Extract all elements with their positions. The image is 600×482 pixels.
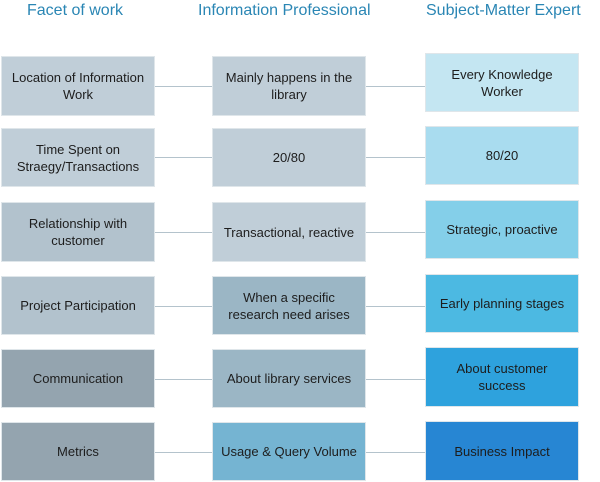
sme-label: Every Knowledge Worker [451, 66, 553, 99]
sme-label: Business Impact [454, 443, 550, 459]
facet-label: Metrics [57, 444, 99, 459]
info-professional-label: Mainly happens in the library [225, 70, 353, 102]
facet-label: Project Participation [20, 298, 136, 313]
sme-column-header: Subject-Matter Expert [426, 2, 581, 19]
sme-label: Early planning stages [439, 296, 565, 311]
connector-line [155, 157, 212, 158]
sme-box: About customer success [425, 347, 579, 407]
facet-box: Metrics [1, 422, 155, 481]
facet-box: Project Participation [1, 276, 155, 335]
sme-box: 80/20 [425, 126, 579, 185]
info-professional-label: 20/80 [272, 150, 306, 165]
sme-label: 80/20 [485, 148, 519, 163]
connector-line [155, 306, 212, 307]
facet-label: Location of Information Work [11, 70, 145, 102]
facet-column-header: Facet of work [27, 2, 124, 19]
facet-box: Relationship with customer [1, 202, 155, 262]
connector-line [366, 232, 425, 233]
connector-line [366, 379, 425, 380]
connector-line [366, 86, 425, 87]
sme-box: Early planning stages [425, 274, 579, 333]
info-professional-label: About library services [226, 371, 352, 386]
info-professional-label: Transactional, reactive [223, 224, 355, 240]
facet-box: Time Spent on Straegy/Transactions [1, 128, 155, 187]
connector-line [366, 157, 425, 158]
info-professional-label: When a specific research need arises [228, 289, 350, 322]
connector-line [366, 452, 425, 453]
connector-line [155, 452, 212, 453]
facet-label: Relationship with customer [28, 216, 128, 248]
facet-box: Communication [1, 349, 155, 408]
sme-label: Strategic, proactive [446, 222, 558, 237]
facet-label: Time Spent on Straegy/Transactions [16, 141, 140, 174]
sme-box: Every Knowledge Worker [425, 53, 579, 112]
info-professional-box: When a specific research need arises [212, 276, 366, 335]
facet-box: Location of Information Work [1, 56, 155, 116]
info-professional-column-header: Information Professional [198, 2, 371, 19]
sme-box: Strategic, proactive [425, 200, 579, 259]
connector-line [155, 232, 212, 233]
info-professional-box: About library services [212, 349, 366, 408]
connector-line [155, 379, 212, 380]
info-professional-box: Usage & Query Volume [212, 422, 366, 481]
connector-line [155, 86, 212, 87]
info-professional-box: Mainly happens in the library [212, 56, 366, 116]
facet-label: Communication [32, 371, 124, 386]
info-professional-label: Usage & Query Volume [221, 444, 357, 459]
info-professional-box: 20/80 [212, 128, 366, 187]
sme-label: About customer success [456, 361, 548, 393]
sme-box: Business Impact [425, 421, 579, 481]
connector-line [366, 306, 425, 307]
info-professional-box: Transactional, reactive [212, 202, 366, 262]
